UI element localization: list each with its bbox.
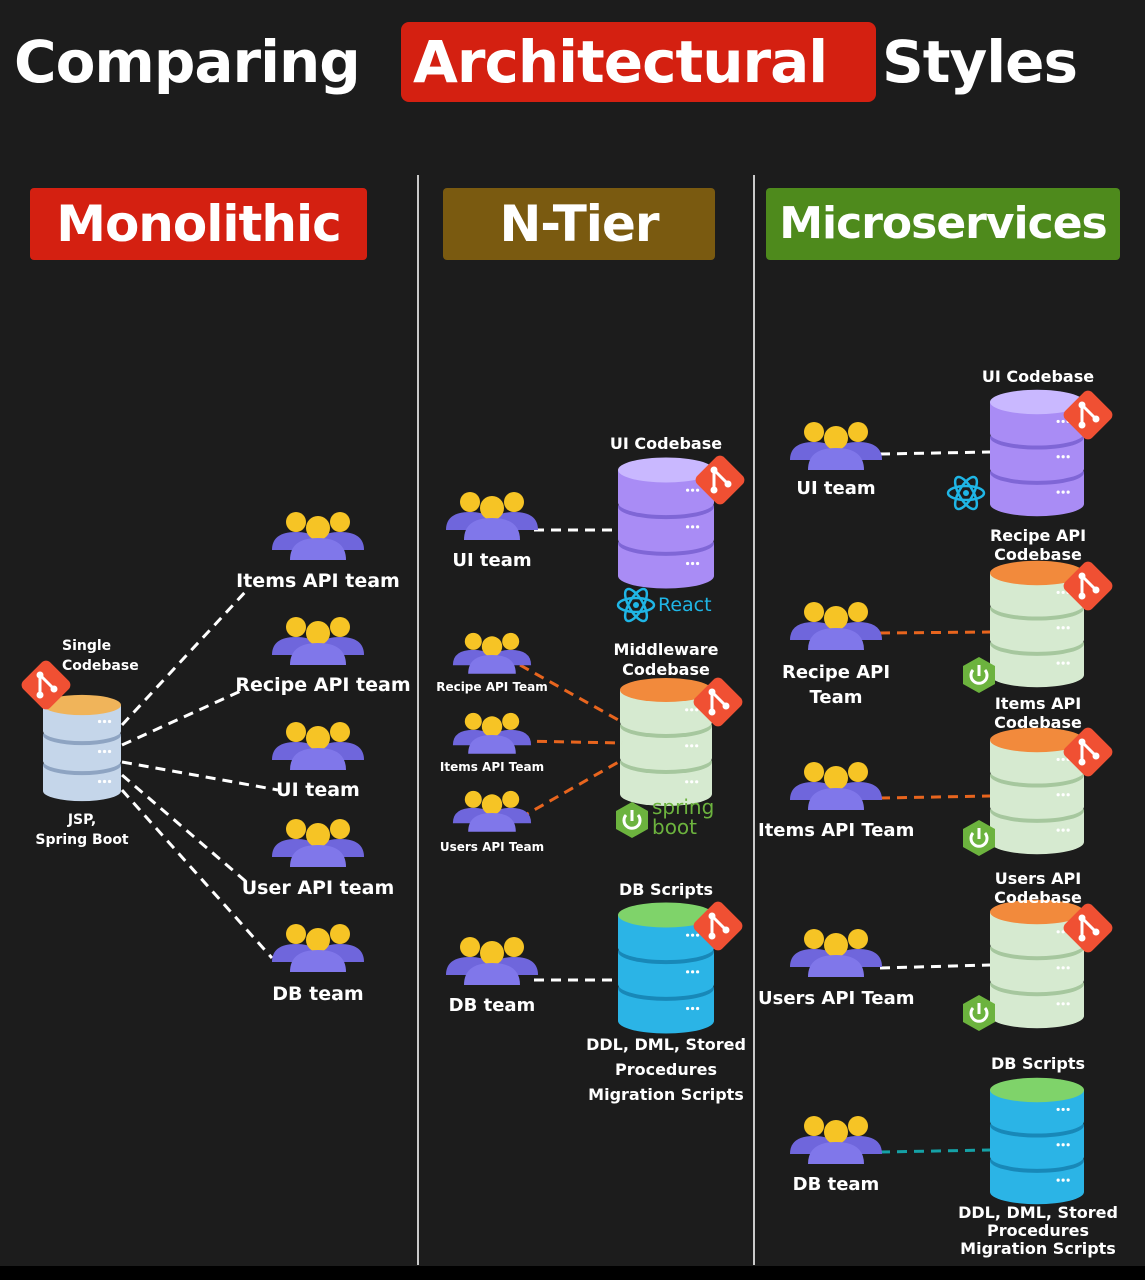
ms-db-team-label: DB team [792,1174,880,1195]
ntier-db-team-label: DB team [448,995,536,1016]
team-icon [272,512,364,560]
database-icon [990,727,1084,855]
ms-users-codebase-label: Users API Codebase [994,869,1082,907]
mono-team-items: Items API team [236,570,400,592]
column-divider-1 [417,175,419,1265]
ntier-header: N-Tier [443,188,715,260]
team-icon [272,819,364,867]
database-icon [618,902,714,1034]
ntier-db-desc: DDL, DML, Stored Procedures Migration Sc… [586,1035,746,1104]
team-icon [272,617,364,665]
microservices-header: Microservices [766,188,1120,260]
ntier-items-team-label: Items API Team [439,760,545,774]
mono-team-user: User API team [241,877,395,899]
ntier-middleware-label: Middleware Codebase [613,640,719,679]
ms-db-scripts-label: DB Scripts [990,1054,1086,1073]
database-icon [990,899,1084,1029]
team-icon [790,762,882,810]
ntier-users-team-label: Users API Team [439,840,545,854]
title-part-1: Comparing [14,28,361,96]
ms-items-team-label: Items API Team [758,820,915,841]
team-icon [446,492,538,540]
database-icon [990,560,1084,688]
ntier-db-scripts-label: DB Scripts [618,880,714,899]
monolithic-codebase-label: Single Codebase [62,638,139,674]
database-icon [620,678,712,806]
ms-items-codebase-label: Items API Codebase [994,694,1082,732]
monolithic-header: Monolithic [30,188,367,260]
ms-db-desc: DDL, DML, Stored Procedures Migration Sc… [958,1203,1118,1258]
title-highlight: Architectural [401,22,876,102]
mono-team-recipe: Recipe API team [235,674,411,696]
ntier-ui-codebase-label: UI Codebase [609,434,723,453]
database-icon [43,694,121,802]
ntier-react-label: React [658,594,712,616]
team-icon [446,937,538,985]
ms-recipe-codebase-label: Recipe API Codebase [989,526,1087,564]
team-icon [452,712,532,754]
team-icon [790,422,882,470]
database-icon [990,389,1084,517]
database-icon [618,457,714,589]
ms-ui-codebase-label: UI Codebase [981,367,1095,386]
ms-ui-team-label: UI team [796,478,876,499]
team-icon [452,632,532,674]
team-icon [790,929,882,977]
ms-recipe-team-label: Recipe API Team [781,662,891,708]
react-icon [616,584,656,626]
title-part-2: Styles [882,28,1078,96]
ntier-recipe-team-label: Recipe API Team [436,680,548,694]
column-divider-2 [753,175,755,1265]
team-icon [790,1116,882,1164]
ms-users-team-label: Users API Team [758,988,915,1009]
team-icon [272,924,364,972]
mono-team-ui: UI team [276,779,360,801]
spring-icon [614,800,650,840]
mono-team-db: DB team [272,983,364,1005]
react-icon [946,472,986,514]
ntier-ui-team-label: UI team [452,550,532,571]
bottom-bar [0,1266,1145,1280]
team-icon [790,602,882,650]
team-icon [452,790,532,832]
team-icon [272,722,364,770]
database-icon [990,1077,1084,1205]
monolithic-tech-label: JSP, Spring Boot [35,812,129,848]
